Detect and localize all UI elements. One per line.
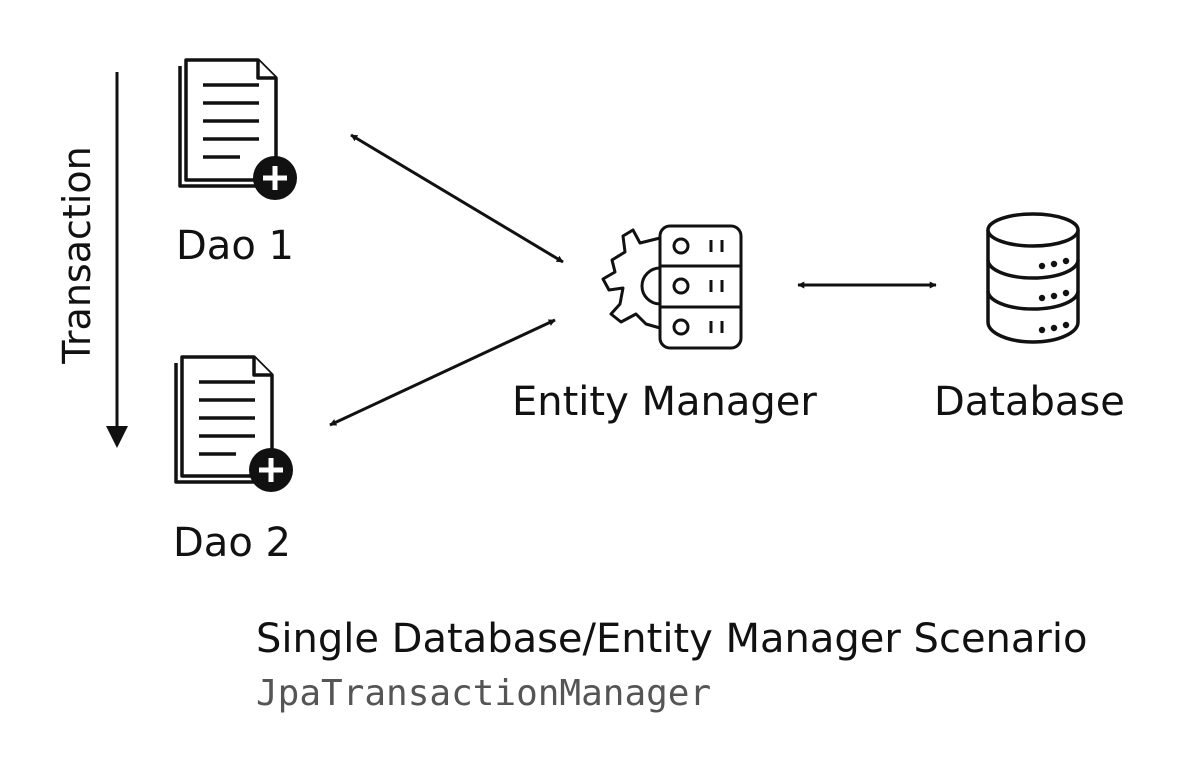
arrow-dao1-entity-manager: [350, 133, 564, 264]
dao2-plus-icon: [249, 448, 293, 492]
dao1-label: Dao 1: [176, 223, 294, 269]
database-label: Database: [934, 379, 1125, 425]
arrow-dao2-entity-manager: [329, 318, 556, 427]
dao1-plus-icon: [253, 156, 297, 200]
database-icon: [986, 212, 1080, 344]
transaction-label: Transaction: [55, 146, 99, 364]
caption-subtitle: JpaTransactionManager: [256, 673, 712, 714]
dao2-document-icon: [174, 355, 274, 484]
transaction-arrow: [106, 72, 128, 448]
entity-manager-label: Entity Manager: [512, 379, 817, 425]
server-gear-icon: [601, 224, 743, 350]
dao1-document-icon: [178, 58, 278, 188]
dao2-label: Dao 2: [173, 520, 291, 566]
caption-title: Single Database/Entity Manager Scenario: [256, 616, 1088, 662]
